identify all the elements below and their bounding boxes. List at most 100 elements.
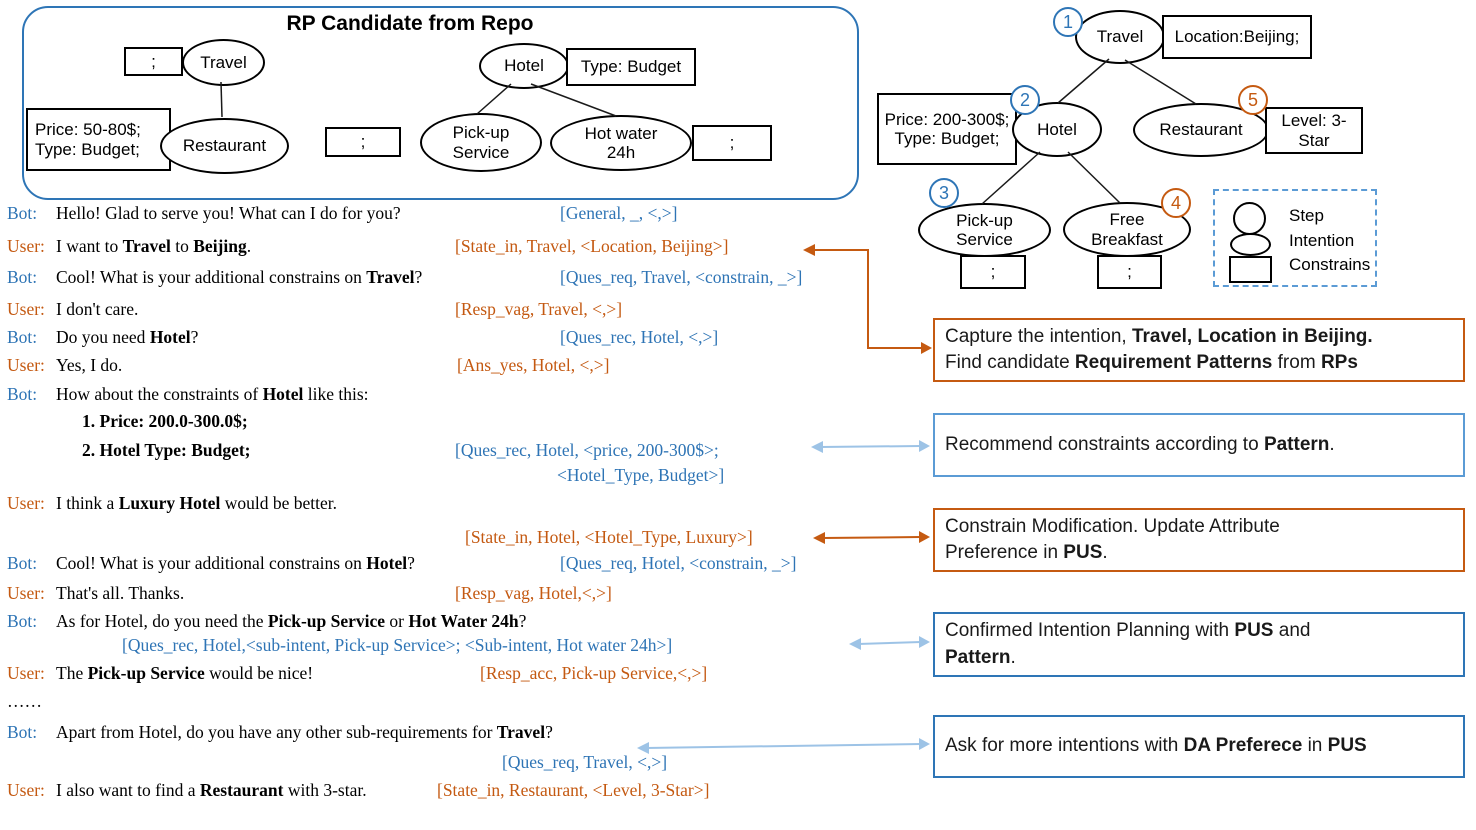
legend-constrains-label: Constrains bbox=[1289, 255, 1371, 274]
rp-restaurant-node: Restaurant bbox=[160, 118, 289, 174]
dialogue-act-annotation: [General, _, <,>] bbox=[560, 203, 678, 223]
utterance-text: 2. Hotel Type: Budget; bbox=[82, 440, 251, 460]
callout-text: Constrain Modification. Update Attribute… bbox=[945, 515, 1280, 563]
dialogue-line: Bot: How about the constraints of Hotel l… bbox=[7, 384, 369, 405]
rp-hot-water-constraint-box: ; bbox=[692, 125, 772, 161]
callout-recommend-constraints: Recommend constraints according to Patte… bbox=[933, 413, 1465, 477]
dialogue-act-annotation: [Resp_vag, Hotel,<,>] bbox=[455, 583, 612, 603]
rp-pickup-constraint-box: ; bbox=[325, 127, 401, 157]
pus-breakfast-constraint-box: ; bbox=[1097, 255, 1162, 289]
dialogue-line: User: That's all. Thanks. bbox=[7, 583, 184, 604]
dialogue-line: User: I don't care. bbox=[7, 299, 138, 320]
callout-capture-intention: Capture the intention, Travel, Location … bbox=[933, 318, 1465, 382]
dialogue-line: 1. Price: 200.0-300.0$; bbox=[82, 411, 248, 432]
dialogue-act-annotation: [Ques_rec, Hotel,<sub-intent, Pick-up Se… bbox=[122, 635, 673, 655]
dialogue-act-annotation: [Ques_rec, Hotel, <,>] bbox=[560, 327, 719, 347]
utterance-text: I also want to find a Restaurant with 3-… bbox=[56, 780, 367, 800]
utterance-text: Cool! What is your additional constrains… bbox=[56, 553, 415, 573]
speaker-label: Bot: bbox=[7, 553, 38, 573]
pus-pickup-constraint-box: ; bbox=[960, 255, 1026, 289]
speaker-label: User: bbox=[7, 780, 45, 800]
dialogue-act-annotation: [Ques_req, Hotel, <constrain, _>] bbox=[560, 553, 797, 573]
utterance-text: Hello! Glad to serve you! What can I do … bbox=[56, 203, 401, 223]
callout-confirmed-intention-planning: Confirmed Intention Planning with PUS an… bbox=[933, 612, 1465, 677]
speaker-label: Bot: bbox=[7, 327, 38, 347]
speaker-label: Bot: bbox=[7, 384, 38, 404]
rp-travel-constraint-box: ; bbox=[124, 47, 183, 76]
dialogue-act-annotation: [Resp_vag, Travel, <,>] bbox=[455, 299, 623, 319]
speaker-label: User: bbox=[7, 663, 45, 683]
utterance-text: The Pick-up Service would be nice! bbox=[56, 663, 314, 683]
rp-travel-node: Travel bbox=[182, 39, 265, 86]
utterance-text: How about the constraints of Hotel like … bbox=[56, 384, 369, 404]
step-badge-3: 3 bbox=[929, 178, 959, 208]
speaker-label: Bot: bbox=[7, 267, 38, 287]
speaker-label: Bot: bbox=[7, 203, 38, 223]
legend-intention-icon bbox=[1230, 233, 1271, 256]
dialogue-act-annotation: <Hotel_Type, Budget>] bbox=[557, 465, 725, 485]
utterance-text: Cool! What is your additional constrains… bbox=[56, 267, 423, 287]
dialogue-line: Bot: Cool! What is your additional constr… bbox=[7, 553, 415, 574]
pus-travel-node: Travel bbox=[1075, 10, 1165, 64]
dialogue-line: 2. Hotel Type: Budget; bbox=[82, 440, 251, 461]
rp-restaurant-constraint-box: Price: 50-80$; Type: Budget; bbox=[26, 108, 171, 171]
speaker-label: User: bbox=[7, 583, 45, 603]
step-badge-1: 1 bbox=[1053, 7, 1083, 37]
utterance-text: Do you need Hotel? bbox=[56, 327, 199, 347]
callout-ask-more-intentions: Ask for more intentions with DA Preferec… bbox=[933, 715, 1465, 778]
speaker-label: Bot: bbox=[7, 722, 38, 742]
dialogue-act-annotation: [Ques_req, Travel, <,>] bbox=[502, 752, 668, 772]
legend-intention-label: Intention bbox=[1289, 231, 1355, 250]
utterance-text: Yes, I do. bbox=[56, 355, 123, 375]
utterance-text: …… bbox=[7, 691, 42, 711]
dialogue-line: Bot: Do you need Hotel? bbox=[7, 327, 198, 348]
utterance-text: I want to Travel to Beijing. bbox=[56, 236, 252, 256]
utterance-text: I think a Luxury Hotel would be better. bbox=[56, 493, 337, 513]
utterance-text: As for Hotel, do you need the Pick-up Se… bbox=[56, 611, 527, 631]
dialogue-act-annotation: [State_in, Hotel, <Hotel_Type, Luxury>] bbox=[465, 527, 753, 547]
legend-box: Step Intention Constrains bbox=[1213, 189, 1377, 287]
utterance-text: 1. Price: 200.0-300.0$; bbox=[82, 411, 248, 431]
utterance-text: Apart from Hotel, do you have any other … bbox=[56, 722, 553, 742]
callout-text: Recommend constraints according to Patte… bbox=[945, 433, 1335, 455]
dialogue-line: Bot: Apart from Hotel, do you have any ot… bbox=[7, 722, 553, 743]
dialogue-line: User: The Pick-up Service would be nice! bbox=[7, 663, 313, 684]
pus-pickup-service-node: Pick-up Service bbox=[918, 203, 1051, 257]
callout-text: Ask for more intentions with DA Preferec… bbox=[945, 735, 1367, 757]
rp-candidate-title: RP Candidate from Repo bbox=[286, 12, 534, 35]
dialogue-line: User: I think a Luxury Hotel would be bet… bbox=[7, 493, 337, 514]
dialogue-act-annotation: [Ans_yes, Hotel, <,>] bbox=[457, 355, 610, 375]
step-badge-4: 4 bbox=[1161, 188, 1191, 218]
speaker-label: User: bbox=[7, 299, 45, 319]
callout-text: Confirmed Intention Planning with PUS an… bbox=[945, 620, 1311, 668]
pus-travel-constraint-box: Location:Beijing; bbox=[1162, 15, 1312, 59]
dialogue-act-annotation: [Ques_rec, Hotel, <price, 200-300$>; bbox=[455, 440, 719, 460]
speaker-label: User: bbox=[7, 236, 45, 256]
speaker-label: Bot: bbox=[7, 611, 38, 631]
utterance-text: That's all. Thanks. bbox=[56, 583, 185, 603]
dialogue-act-annotation: [State_in, Restaurant, <Level, 3-Star>] bbox=[437, 780, 710, 800]
speaker-label: User: bbox=[7, 355, 45, 375]
speaker-label: User: bbox=[7, 493, 45, 513]
step-badge-2: 2 bbox=[1010, 85, 1040, 115]
dialogue-line: Bot: Hello! Glad to serve you! What can I… bbox=[7, 203, 401, 224]
utterance-text: I don't care. bbox=[56, 299, 139, 319]
rp-hotel-node: Hotel bbox=[479, 43, 569, 89]
rp-hotel-constraint-box: Type: Budget bbox=[566, 48, 696, 86]
dialogue-line: User: I also want to find a Restaurant wi… bbox=[7, 780, 367, 801]
legend-constrains-icon bbox=[1229, 256, 1272, 283]
step-badge-5: 5 bbox=[1238, 85, 1268, 115]
callout-text: Capture the intention, Travel, Location … bbox=[945, 325, 1373, 373]
dialogue-line: Bot: As for Hotel, do you need the Pick-u… bbox=[7, 611, 526, 632]
callout-constrain-modification: Constrain Modification. Update Attribute… bbox=[933, 508, 1465, 572]
dialogue-act-annotation: [Ques_req, Travel, <constrain, _>] bbox=[560, 267, 803, 287]
legend-step-label: Step bbox=[1289, 206, 1324, 225]
rp-hot-water-node: Hot water 24h bbox=[550, 115, 692, 171]
dialogue-act-annotation: [Resp_acc, Pick-up Service,<,>] bbox=[480, 663, 708, 683]
dialogue-act-annotation: [State_in, Travel, <Location, Beijing>] bbox=[455, 236, 729, 256]
pus-restaurant-constraint-box: Level: 3-Star bbox=[1265, 107, 1363, 154]
dialogue-line: Bot: Cool! What is your additional constr… bbox=[7, 267, 422, 288]
dialogue-line: User: Yes, I do. bbox=[7, 355, 122, 376]
